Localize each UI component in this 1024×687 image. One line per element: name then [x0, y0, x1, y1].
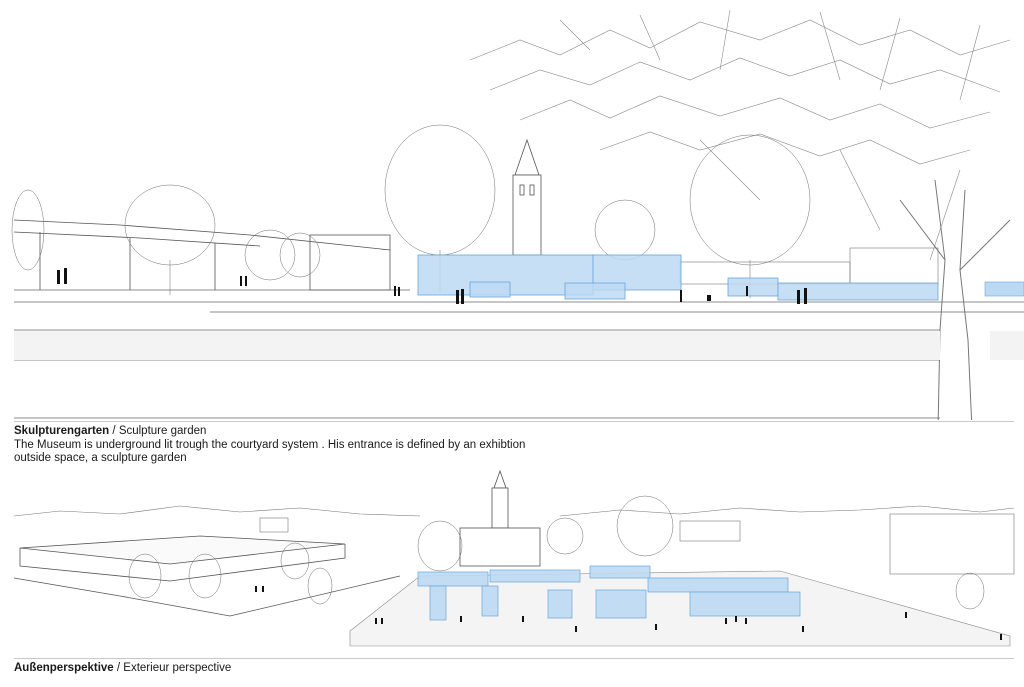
left-building-aerial	[13, 535, 401, 617]
caption-title-bottom-en: Exterieur perspective	[123, 662, 232, 674]
caption-divider-top	[14, 421, 1014, 422]
caption-description-top: The Museum is underground lit trough the…	[14, 439, 526, 464]
trees-aerial	[128, 495, 985, 610]
exterior-perspective-drawing	[13, 469, 1015, 647]
city-background	[13, 505, 1015, 575]
caption-title-top-de: Skulpturengarten	[14, 425, 110, 437]
sculpture-garden-render	[11, 9, 1024, 420]
glass-museum-volumes	[417, 254, 939, 301]
tree-canopy-large	[469, 9, 1011, 261]
tree-trunk	[899, 179, 1011, 420]
glass-courtyards-aerial	[417, 565, 801, 621]
caption-separator: /	[109, 425, 119, 437]
people-aerial	[255, 586, 1002, 640]
paving-band	[14, 331, 940, 360]
people-figures	[57, 268, 807, 304]
caption-divider-bottom	[14, 658, 1014, 659]
sketch-trees	[11, 124, 811, 298]
church-tower-aerial	[459, 469, 541, 567]
caption-title-bottom: Außenperspektive / Exterieur perspective	[14, 661, 231, 675]
caption-title-bottom-de: Außenperspektive	[14, 662, 114, 674]
paving-band-right	[990, 331, 1024, 360]
church-tower	[512, 138, 542, 256]
caption-separator: /	[113, 662, 124, 674]
sculpture-garden-drawing	[11, 9, 1024, 420]
caption-title-top-en: Sculpture garden	[118, 425, 207, 437]
caption-title-top: Skulpturengarten / Sculpture garden	[14, 424, 206, 438]
exterior-perspective-render	[0, 466, 1024, 656]
left-pavilion	[13, 219, 391, 291]
